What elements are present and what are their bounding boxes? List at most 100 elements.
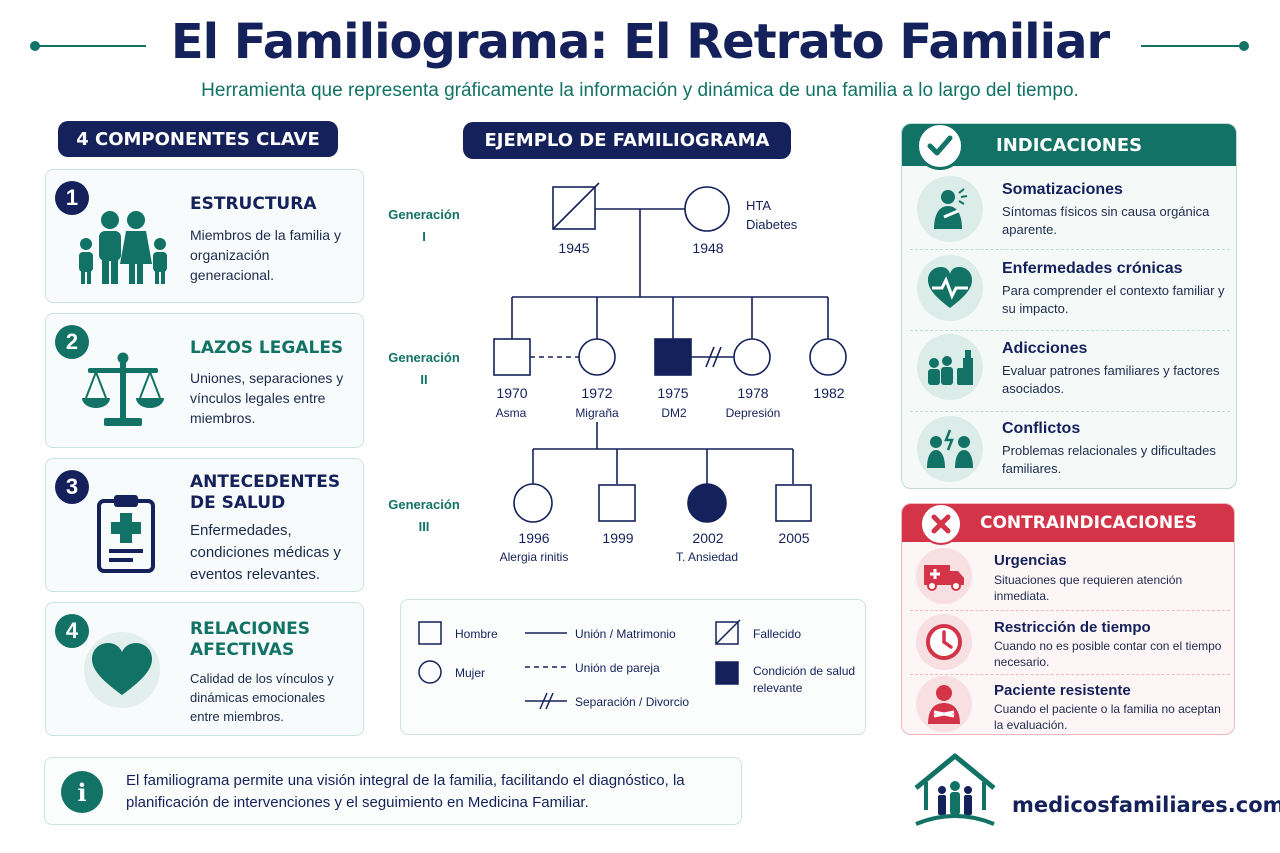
page-title: El Familiograma: El Retrato Familiar bbox=[170, 14, 1110, 70]
heart-icon bbox=[80, 631, 164, 714]
x-mark-icon bbox=[920, 504, 962, 545]
info-text: El familiograma permite una visión integ… bbox=[126, 772, 685, 811]
divider bbox=[910, 330, 1230, 331]
indication-title: Somatizaciones bbox=[1002, 181, 1123, 198]
person-year: 1982 bbox=[813, 385, 845, 401]
person-note: Migraña bbox=[575, 406, 619, 420]
person-year: 1999 bbox=[602, 530, 634, 546]
genogram-female bbox=[809, 338, 847, 376]
component-card-legal: 2 LAZOS LEGALES Uniones, separaciones y … bbox=[45, 313, 364, 448]
components-heading: 4 COMPONENTES CLAVE bbox=[58, 121, 338, 157]
contraindications-panel: CONTRAINDICACIONES Urgencias Situaciones… bbox=[901, 503, 1235, 735]
component-title: LAZOS LEGALES bbox=[190, 338, 344, 358]
contraindication-title: Paciente resistente bbox=[994, 682, 1131, 699]
person-year: 1996 bbox=[518, 530, 550, 546]
legend-deceased-label: Fallecido bbox=[753, 627, 802, 641]
genogram-diagram bbox=[493, 182, 847, 523]
component-title: ESTRUCTURA bbox=[190, 194, 317, 214]
legend-woman-label: Mujer bbox=[455, 666, 486, 680]
somatization-icon bbox=[917, 176, 983, 242]
heartbeat-icon bbox=[917, 255, 983, 321]
indication-desc: Problemas relacionales y dificultades fa… bbox=[1002, 443, 1216, 476]
genogram-male bbox=[775, 484, 812, 522]
person-year: 1945 bbox=[558, 240, 590, 256]
person-year: 2002 bbox=[692, 530, 724, 546]
contraindication-title: Restricción de tiempo bbox=[994, 619, 1151, 636]
indication-title: Enfermedades crónicas bbox=[1002, 260, 1183, 277]
component-card-structure: 1 ESTRUCTURA Miembros de la familia y or… bbox=[45, 169, 364, 303]
contraindication-desc: Situaciones que requieren atención inmed… bbox=[994, 573, 1183, 603]
divider bbox=[910, 610, 1230, 611]
genogram-female-condition bbox=[687, 483, 727, 523]
decor-line-left bbox=[38, 45, 146, 47]
clipboard-icon bbox=[96, 493, 156, 578]
contraindication-desc: Cuando el paciente o la familia no acept… bbox=[994, 702, 1221, 732]
legend-symbols bbox=[418, 619, 741, 710]
legend-partner-label: Unión de pareja bbox=[575, 661, 660, 675]
info-icon: i bbox=[61, 771, 103, 813]
family-icon bbox=[70, 208, 174, 293]
decor-dot-right bbox=[1239, 41, 1249, 51]
brand-name: medicosfamiliares.com bbox=[1012, 793, 1280, 817]
person-note: DM2 bbox=[661, 406, 687, 420]
genogram-male bbox=[598, 484, 636, 522]
indication-desc: Evaluar patrones familiares y factores a… bbox=[1002, 363, 1220, 396]
component-number: 1 bbox=[55, 181, 89, 215]
legend-union-label: Unión / Matrimonio bbox=[575, 627, 676, 641]
person-year: 1978 bbox=[737, 385, 769, 401]
component-card-health: 3 ANTECEDENTES DE SALUD Enfermedades, co… bbox=[45, 458, 364, 592]
genogram-male-condition bbox=[654, 338, 692, 376]
person-year: 1970 bbox=[496, 385, 528, 401]
component-card-affective: 4 RELACIONES AFECTIVAS Calidad de los ví… bbox=[45, 602, 364, 736]
indication-desc: Síntomas físicos sin causa orgánica apar… bbox=[1002, 204, 1210, 237]
divider bbox=[910, 249, 1230, 250]
decor-dot-left bbox=[30, 41, 40, 51]
example-heading: EJEMPLO DE FAMILIOGRAMA bbox=[463, 122, 791, 159]
person-year: 2005 bbox=[778, 530, 810, 546]
component-title: ANTECEDENTES DE SALUD bbox=[190, 472, 341, 513]
person-year: 1972 bbox=[581, 385, 613, 401]
page-subtitle: Herramienta que representa gráficamente … bbox=[201, 80, 1079, 101]
component-number: 3 bbox=[55, 470, 89, 504]
person-note: Depresión bbox=[725, 406, 781, 420]
check-icon bbox=[916, 124, 964, 170]
genogram-female bbox=[684, 186, 730, 232]
deceased-slash bbox=[552, 182, 600, 230]
legend-separation-label: Separación / Divorcio bbox=[575, 695, 690, 709]
info-box: i El familiograma permite una visión int… bbox=[44, 757, 742, 825]
person-year: 1948 bbox=[692, 240, 724, 256]
person-note: HTA Diabetes bbox=[746, 198, 798, 232]
component-desc: Enfermedades, condiciones médicas y even… bbox=[190, 522, 341, 583]
person-year: 1975 bbox=[657, 385, 689, 401]
person-note: T. Ansiedad bbox=[675, 550, 739, 564]
genogram-female bbox=[513, 483, 553, 523]
genogram-male bbox=[493, 338, 531, 376]
component-number: 4 bbox=[55, 614, 89, 648]
component-title: RELACIONES AFECTIVAS bbox=[190, 619, 311, 660]
person-note: Asma bbox=[495, 406, 527, 420]
conflict-icon bbox=[917, 416, 983, 482]
indication-desc: Para comprender el contexto familiar y s… bbox=[1002, 283, 1225, 316]
component-desc: Miembros de la familia y organización ge… bbox=[190, 227, 341, 283]
divider bbox=[910, 674, 1230, 675]
component-desc: Uniones, separaciones y vínculos legales… bbox=[190, 370, 344, 426]
clock-icon bbox=[916, 614, 972, 670]
indications-panel: INDICACIONES Somatizaciones Síntomas fís… bbox=[901, 123, 1237, 489]
component-desc: Calidad de los vínculos y dinámicas emoc… bbox=[190, 671, 334, 724]
ambulance-icon bbox=[916, 548, 972, 604]
resistant-patient-icon bbox=[916, 676, 972, 732]
indication-title: Adicciones bbox=[1002, 340, 1088, 357]
component-number: 2 bbox=[55, 325, 89, 359]
genogram-legend: Hombre Mujer Unión / Matrimonio Unión de… bbox=[400, 599, 866, 735]
legend-condition-label: Condición de salud relevante bbox=[753, 664, 856, 695]
genogram-female bbox=[733, 338, 771, 376]
house-logo-icon bbox=[912, 752, 998, 835]
contraindication-desc: Cuando no es posible contar con el tiemp… bbox=[994, 639, 1222, 669]
scales-icon bbox=[78, 350, 168, 437]
contraindication-title: Urgencias bbox=[994, 552, 1067, 569]
decor-line-right bbox=[1141, 45, 1243, 47]
divider bbox=[910, 411, 1230, 412]
